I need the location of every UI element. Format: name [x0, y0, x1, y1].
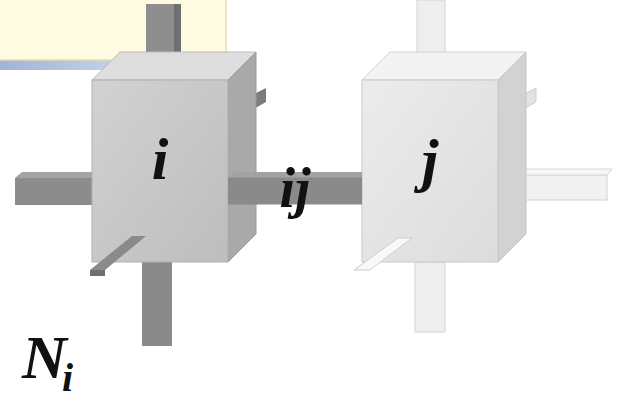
bar-front-i-end [90, 270, 105, 276]
set-symbol: N [22, 326, 67, 388]
bar-bottom-j [415, 262, 445, 332]
cube-j-front [362, 80, 498, 262]
cube-node: j [362, 80, 498, 262]
cube-i-top [92, 52, 256, 80]
cube-label: j [422, 130, 439, 190]
note-panel [0, 0, 226, 60]
bar-front-i [90, 236, 146, 270]
cube-j-side [498, 52, 526, 262]
bar-front-j [354, 238, 412, 270]
cube-j-top [362, 52, 526, 80]
cube-i-side [228, 52, 256, 262]
edge-label: ij [279, 160, 310, 216]
cube-label: i [152, 129, 169, 189]
cube-node: i [92, 80, 228, 262]
cube-i-front [92, 80, 228, 262]
bar-left-top [15, 172, 95, 178]
bar-left [15, 178, 95, 205]
subscript-index: i [62, 358, 73, 398]
bar-bottom-i [142, 262, 172, 346]
